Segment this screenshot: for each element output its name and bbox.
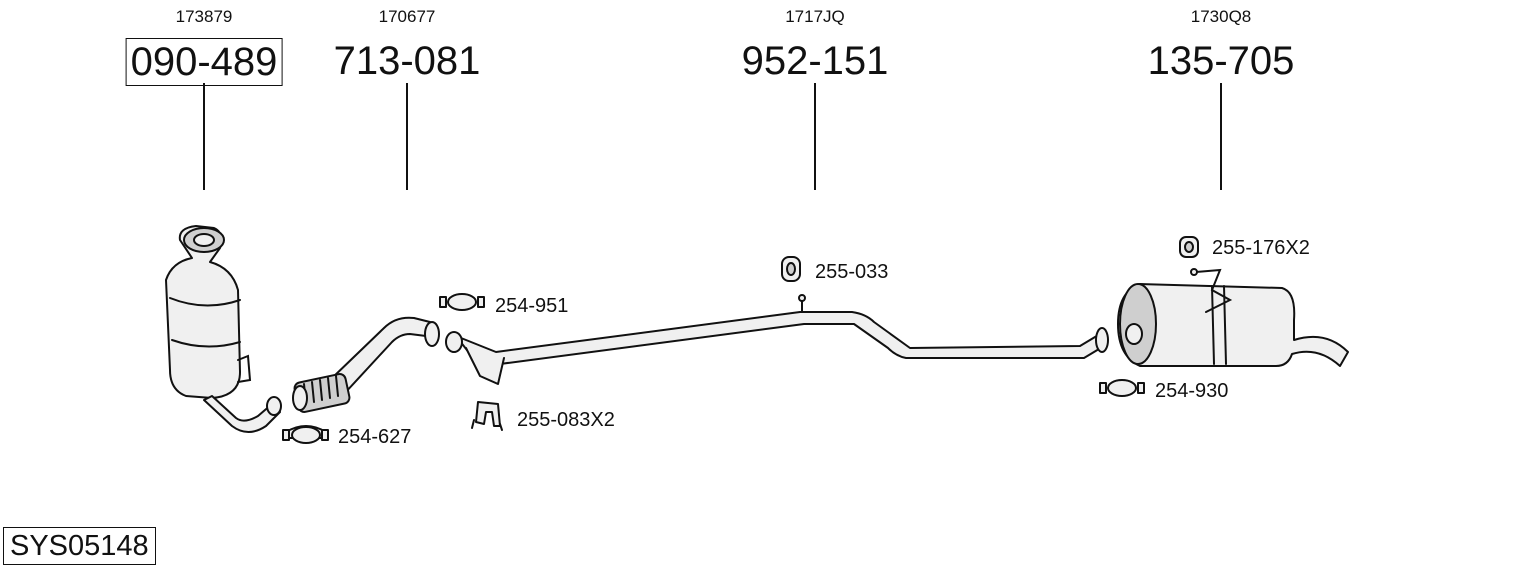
part-number-catalyst[interactable]: 090-489 [125,38,283,86]
accessory-label-bracket-255-083x2[interactable]: 255-083X2 [517,409,615,431]
rear-silencer-drawing[interactable] [1117,268,1349,367]
accessory-label-clamp-254-951[interactable]: 254-951 [495,295,569,317]
leader-line-middle-pipe [814,83,816,190]
clamp-icon [282,425,329,444]
part-number-rear-silencer[interactable]: 135-705 [1147,39,1295,83]
accessory-label-clamp-254-627[interactable]: 254-627 [338,426,412,448]
oe-code-middle-pipe: 1717JQ [785,7,845,26]
part-number-front-pipe[interactable]: 713-081 [333,39,481,83]
leader-line-rear-silencer [1220,83,1222,190]
oe-code-catalyst: 173879 [175,7,233,26]
clamp-icon [439,293,485,311]
bracket-icon [471,401,503,431]
middle-pipe-drawing[interactable] [445,294,1109,385]
clamp-icon [1099,379,1145,397]
catalyst-drawing[interactable] [165,225,282,433]
system-code: SYS05148 [3,527,156,565]
rubber-hanger-icon [781,256,801,282]
oe-code-front-pipe: 170677 [378,7,436,26]
accessory-label-clamp-254-930[interactable]: 254-930 [1155,380,1229,402]
rubber-hanger-icon [1179,236,1199,258]
front-pipe-drawing[interactable] [292,316,440,413]
leader-line-front-pipe [406,83,408,190]
accessory-label-hanger-255-033[interactable]: 255-033 [815,261,889,283]
oe-code-rear-silencer: 1730Q8 [1190,7,1252,26]
accessory-label-hanger-255-176x2[interactable]: 255-176X2 [1212,237,1310,259]
leader-line-catalyst [203,83,205,190]
part-number-middle-pipe[interactable]: 952-151 [741,39,889,83]
